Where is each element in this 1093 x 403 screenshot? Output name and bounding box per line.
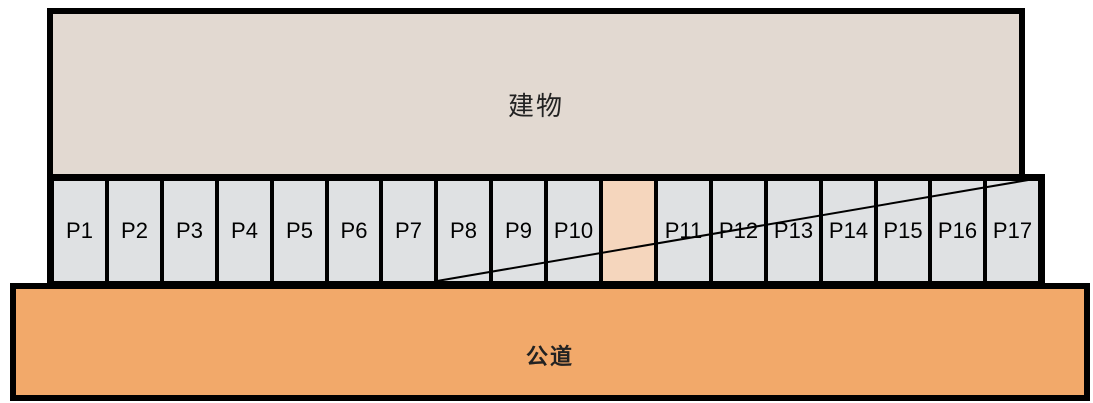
parking-space-p12: P12 [713,181,764,281]
building-label: 建物 [507,92,564,122]
parking-space-label: P12 [718,218,759,243]
parking-space-label: P8 [450,218,477,243]
parking-space-p9: P9 [493,181,544,281]
parking-space-p2: P2 [109,181,160,281]
parking-space-p16: P16 [932,181,983,281]
parking-space-label: P1 [66,218,93,243]
parking-space-p8: P8 [438,181,489,281]
parking-space-label: P15 [883,218,923,243]
parking-space-label: P13 [773,218,814,243]
parking-space-p13: P13 [768,181,819,281]
parking-space-label: P16 [937,218,978,243]
parking-space-p14: P14 [823,181,874,281]
parking-space-p6: P6 [329,181,379,281]
parking-space-p1: P1 [54,181,105,281]
parking-space-label: P6 [340,218,368,243]
parking-space-label: P5 [286,218,313,243]
parking-space-p5: P5 [274,181,325,281]
parking-space-label: P17 [992,218,1033,243]
parking-space-label: P9 [505,218,532,243]
parking-space-label: P10 [553,218,594,243]
empty-parking-space [603,181,654,281]
parking-space-p11: P11 [658,181,709,281]
parking-space-label: P4 [231,218,258,243]
parking-space-label: P14 [828,218,869,243]
parking-space-p4: P4 [219,181,270,281]
parking-space-label: P7 [395,218,422,243]
parking-space-label: P2 [121,218,148,243]
building: 建物 [47,8,1025,183]
parking-space-p10: P10 [548,181,599,281]
parking-space-label: P3 [176,218,203,243]
parking-space-p15: P15 [878,181,928,281]
parking-space-p7: P7 [383,181,434,281]
public-road: 公道 [10,283,1090,401]
road-label: 公道 [525,345,574,370]
parking-space-label: P11 [664,218,703,243]
parking-space-p17: P17 [987,181,1038,281]
parking-space-p3: P3 [164,181,215,281]
